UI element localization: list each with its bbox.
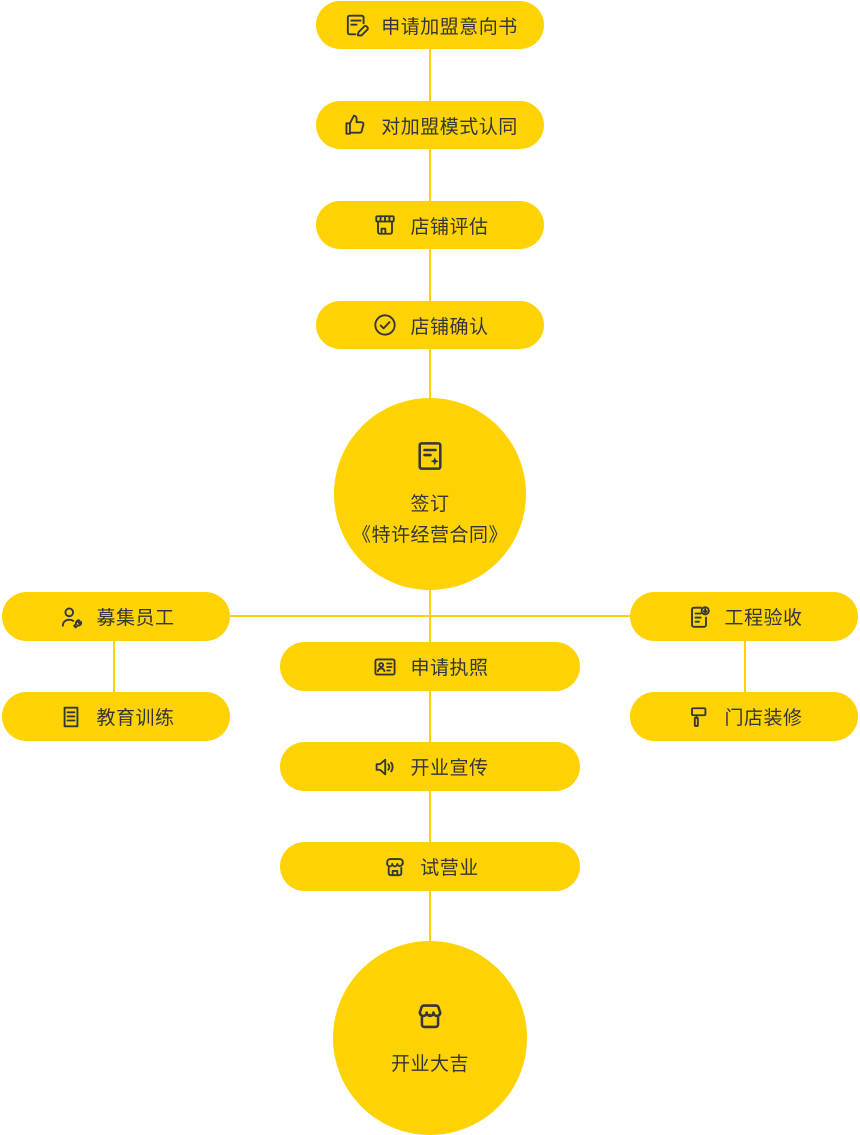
step-label: 店铺确认 — [410, 316, 489, 338]
step-label: 教育训练 — [96, 708, 175, 729]
training-notes-icon — [57, 703, 85, 731]
step-recruit-staff: 募集员工 — [2, 592, 230, 641]
trial-shop-icon — [381, 853, 409, 881]
step-apply-license: 申请执照 — [280, 642, 580, 691]
license-card-icon — [371, 653, 399, 681]
step-label: 申请加盟意向书 — [381, 16, 518, 38]
step-agree-franchise-model: 对加盟模式认同 — [316, 101, 544, 149]
node-grand-opening: 开业大吉 — [333, 941, 527, 1135]
connector-line — [744, 640, 746, 693]
step-label: 门店装修 — [724, 708, 803, 729]
inspection-document-icon — [685, 603, 713, 631]
check-circle-icon — [371, 311, 399, 339]
step-store-evaluation: 店铺评估 — [316, 201, 544, 249]
step-trial-operation: 试营业 — [280, 842, 580, 891]
connector-line — [429, 890, 431, 942]
connector-line — [113, 640, 115, 693]
node-label-line1: 签订 — [410, 494, 450, 515]
connector-line — [429, 149, 431, 201]
connector-line — [429, 349, 431, 399]
connector-line — [429, 49, 431, 101]
thumbs-up-icon — [342, 111, 370, 139]
step-label: 申请执照 — [410, 658, 489, 679]
recruit-person-wrench-icon — [57, 603, 85, 631]
step-store-confirmation: 店铺确认 — [316, 301, 544, 349]
storefront-icon — [371, 211, 399, 239]
node-label: 开业大吉 — [390, 1053, 469, 1075]
step-label: 试营业 — [420, 858, 479, 879]
connector-line — [429, 690, 431, 743]
step-store-renovation: 门店装修 — [630, 692, 858, 741]
node-label-line2: 《特许经营合同》 — [351, 525, 508, 546]
step-project-acceptance: 工程验收 — [630, 592, 858, 641]
connector-line — [429, 249, 431, 301]
step-opening-promotion: 开业宣传 — [280, 742, 580, 791]
branch-connector-line — [226, 615, 634, 617]
speaker-icon — [371, 753, 399, 781]
step-education-training: 教育训练 — [2, 692, 230, 741]
step-label: 募集员工 — [96, 608, 175, 629]
contract-seal-icon — [411, 437, 449, 475]
document-edit-icon — [342, 11, 370, 39]
step-label: 对加盟模式认同 — [381, 116, 518, 138]
step-label: 店铺评估 — [410, 216, 489, 238]
paint-roller-icon — [685, 703, 713, 731]
step-label: 开业宣传 — [410, 758, 489, 779]
step-apply-franchise-intent: 申请加盟意向书 — [316, 1, 544, 49]
node-sign-franchise-contract: 签订 《特许经营合同》 — [334, 398, 526, 590]
connector-line — [429, 790, 431, 843]
step-label: 工程验收 — [724, 608, 803, 629]
grand-opening-shop-icon — [411, 997, 449, 1035]
